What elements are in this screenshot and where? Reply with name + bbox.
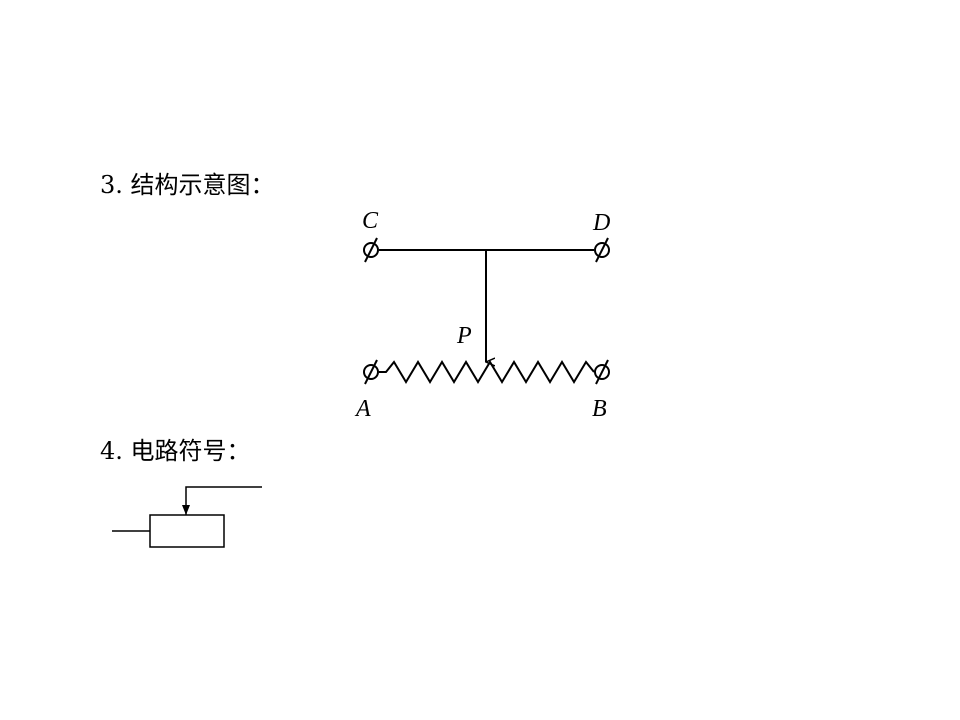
rheostat-circuit-symbol <box>112 486 262 548</box>
label-d: D <box>592 210 610 236</box>
section-3-heading: 3. 结构示意图： <box>100 171 275 199</box>
section-4-heading: 4. 电路符号： <box>100 437 251 465</box>
resistance-coil <box>379 360 595 384</box>
label-p: P <box>456 323 472 349</box>
terminal-c <box>363 237 379 263</box>
label-a: A <box>354 396 371 422</box>
terminal-b <box>594 359 610 385</box>
terminal-a <box>363 359 379 385</box>
terminal-d <box>594 237 610 263</box>
label-c: C <box>362 208 379 234</box>
label-b: B <box>592 396 607 422</box>
